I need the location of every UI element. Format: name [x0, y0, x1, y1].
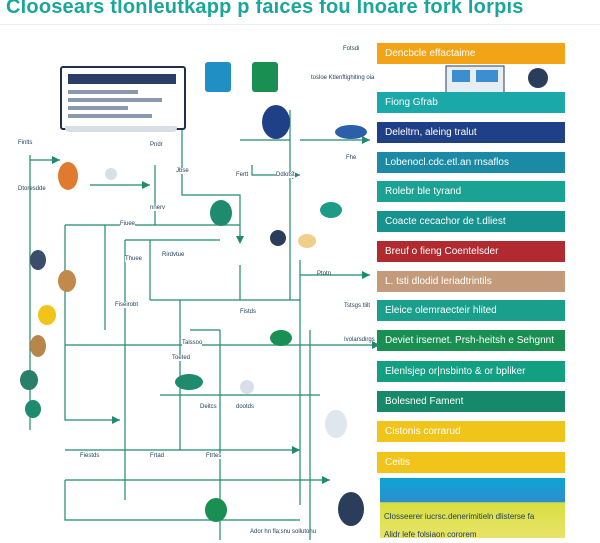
- document-app-icon: [252, 62, 278, 92]
- arrow-head: [52, 156, 60, 164]
- server-icon: [338, 492, 364, 526]
- node-label: nnerv: [150, 205, 166, 211]
- screen-header: [68, 74, 176, 84]
- node-label: Jbse: [176, 168, 189, 174]
- connector-line: [181, 130, 241, 240]
- diagram-title: Cloosears tlonleutkapp p faices fou lnoa…: [6, 0, 524, 18]
- category-bar: Eleice olemraecteir hlited: [377, 300, 565, 321]
- screen-line: [68, 90, 138, 94]
- monitor-screen: [60, 66, 186, 130]
- category-bar: Lobenocl.cdc.etl.an rnsaflos: [377, 152, 565, 173]
- category-bar: Bolesned Fament: [377, 391, 565, 412]
- camera-icon: [270, 230, 286, 246]
- side-label: Dtoresdde: [18, 186, 46, 192]
- node-label: Pndr: [150, 142, 163, 148]
- title-divider: [0, 24, 600, 25]
- bug-icon: [25, 400, 41, 418]
- node-label: Ftrtes: [206, 453, 222, 459]
- category-bar: Rolebr ble tyrand: [377, 181, 565, 202]
- arrow-head: [322, 476, 330, 484]
- screen-line: [68, 114, 152, 118]
- category-bar: Elenlsjep or|nsbinto & or bpliker: [377, 361, 565, 382]
- figure-icon: [30, 335, 46, 357]
- robot-icon: [30, 250, 46, 270]
- category-bar: L. tsti dlodid leriadtrintils: [377, 271, 565, 292]
- plant-icon: [320, 202, 342, 218]
- arrow-head: [362, 271, 370, 279]
- connector-lines: [29, 110, 380, 540]
- node-label: Fiestds: [80, 453, 100, 459]
- leaf-icon: [20, 370, 38, 390]
- side-label: Ador hn fla;snu sollutonu: [250, 529, 317, 535]
- vehicle-icon: [175, 374, 203, 390]
- side-label: Fotsdi: [343, 46, 360, 52]
- node-label: Frtad: [150, 453, 165, 459]
- bottom-banner: [380, 478, 565, 538]
- tank-icon: [270, 330, 292, 346]
- screen-line: [68, 98, 162, 102]
- category-bar: Breuf o fieng Coentelsder: [377, 241, 565, 262]
- window-pane: [452, 70, 470, 82]
- arrow-head: [362, 136, 370, 144]
- arrow-head: [372, 341, 380, 349]
- node-label: Deitcs: [200, 404, 217, 410]
- node-label: Fistds: [240, 309, 257, 315]
- building-icon: [205, 498, 227, 522]
- connector-line: [64, 480, 300, 521]
- category-bar: Coacte cecachor de t.dliest: [377, 211, 565, 232]
- category-bar: Fiong Gfrab: [377, 92, 565, 113]
- sun-icon: [38, 305, 56, 325]
- category-bar: Dencbcle effactaime: [377, 43, 565, 64]
- person-icon: [528, 68, 548, 88]
- warrior-icon: [58, 270, 76, 292]
- node-label: Fertt: [236, 172, 249, 178]
- category-bar: Deviet irsernet. Prsh-heitsh e Sehgnnt: [377, 330, 565, 351]
- climber-icon: [325, 410, 347, 438]
- connector-line: [64, 225, 120, 421]
- monitor-stand: [65, 126, 177, 132]
- arrow-head: [112, 416, 120, 424]
- node-label: Toeted: [172, 355, 191, 361]
- node-label: dootds: [236, 404, 255, 410]
- lighthouse-icon: [262, 105, 290, 139]
- category-bar: Deleltrn, aleing tralut: [377, 122, 565, 143]
- chart-app-icon: [205, 62, 231, 92]
- arrow-head: [236, 236, 244, 244]
- arrow-head: [142, 181, 150, 189]
- category-bar: Cistonis corrarud: [377, 421, 565, 442]
- train-icon: [335, 125, 367, 139]
- person-icon: [58, 162, 78, 190]
- gear-icon: [240, 380, 254, 394]
- category-bar: Ceitis: [377, 452, 565, 473]
- node-label: Fiseirobt: [115, 302, 139, 308]
- node-label: Thuee: [125, 256, 143, 262]
- side-label: Ivolarsdirgs: [344, 337, 375, 343]
- bottom-caption: Alidr lefe folsiaon cororem: [384, 530, 477, 539]
- node-label: Ddlotst: [276, 172, 295, 178]
- worker-icon: [210, 200, 232, 226]
- side-label: Tstsgs tlilt: [344, 303, 371, 309]
- screen-line: [68, 106, 128, 110]
- window-pane: [476, 70, 498, 82]
- side-label: Ptotn: [317, 271, 332, 277]
- side-label: tosloe Ktlenftighiting oia: [311, 75, 375, 81]
- arrow-head: [292, 446, 300, 454]
- node-label: Talssoo: [182, 340, 203, 346]
- side-label: Fhe: [346, 155, 357, 161]
- node-label: Rirdvtue: [162, 252, 185, 258]
- node-label: Fiuee: [120, 221, 136, 227]
- lamp-icon: [105, 168, 117, 180]
- side-label: Finlts: [18, 140, 33, 146]
- speaker-icon: [298, 234, 316, 248]
- bottom-caption: Closseerer iucrsc.denerimitieln dlisters…: [384, 512, 535, 521]
